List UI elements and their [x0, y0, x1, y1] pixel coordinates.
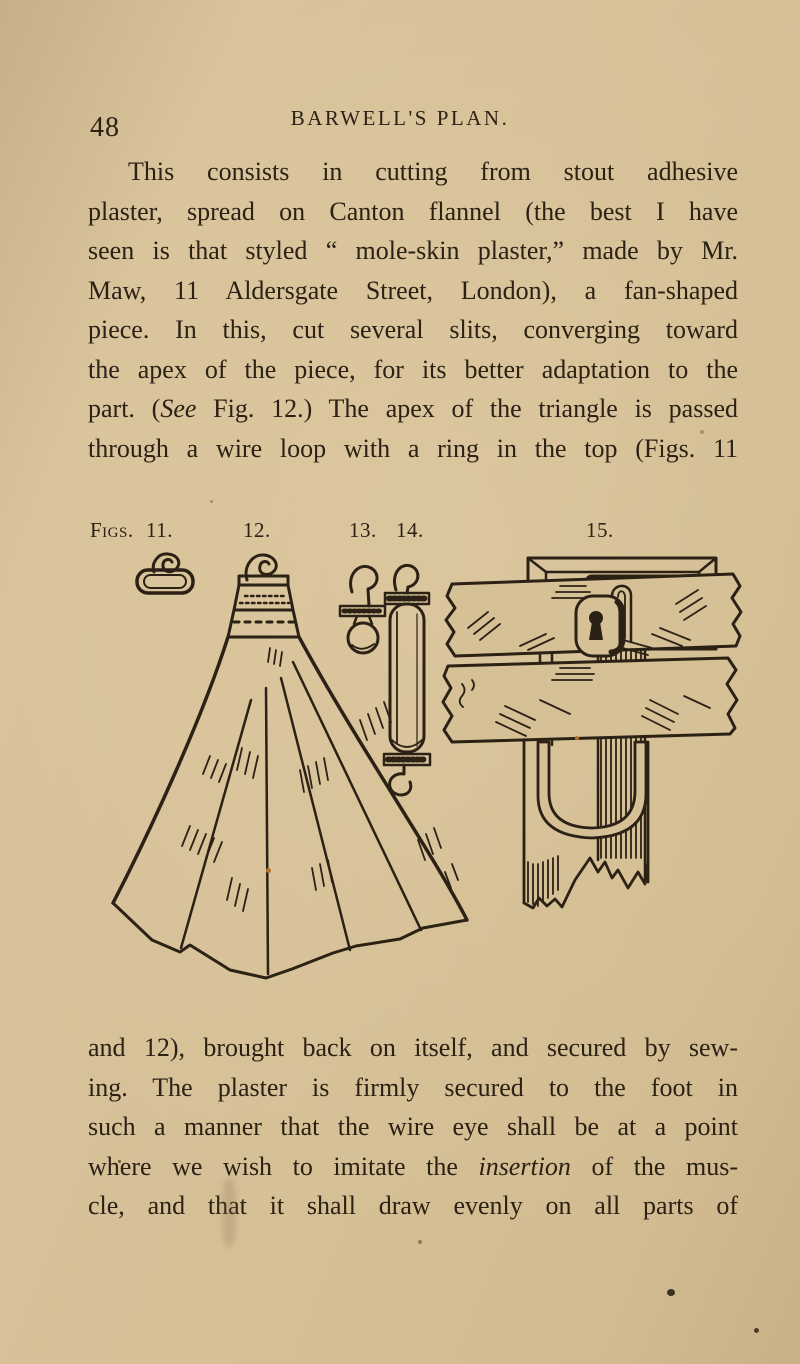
text-segment: where we wish to imitate the — [88, 1151, 479, 1181]
figure-11-wire-loop — [135, 552, 195, 595]
figure-13-label: 13. — [349, 518, 377, 542]
text-line: seen is that styled “ mole-skin plaster,… — [88, 236, 738, 265]
text-line: plaster, spread on Canton flannel (the b… — [88, 196, 738, 226]
text-line: and 12), brought back on itself, and sec… — [88, 1033, 738, 1062]
text-segment: part. ( — [88, 394, 161, 423]
figures-caption-prefix: Figs. — [90, 518, 134, 542]
figure-11-label: 11. — [146, 518, 173, 542]
paragraph-2: and 12), brought back on itself, and sec… — [88, 1028, 738, 1226]
text-line: the apex of the piece, for its better ad… — [88, 354, 738, 384]
figure-15-label: 15. — [586, 518, 614, 542]
foxing-spot — [266, 868, 271, 873]
figure-12-label: 12. — [243, 518, 271, 542]
figures-illustration — [111, 552, 743, 980]
text-segment: Fig. 12.) The apex of the triangle is pa… — [196, 394, 738, 423]
figure-caption-row: Figs. 11. 12. 13. 14. 15. — [0, 518, 800, 548]
foxing-spot — [667, 1289, 675, 1296]
text-line: ing. The plaster is firmly secured to th… — [88, 1072, 738, 1102]
text-line: piece. In this, cut several slits, conve… — [88, 315, 738, 344]
figure-14-label: 14. — [396, 518, 424, 542]
text-line: part. (See Fig. 12.) The apex of the tri… — [88, 389, 738, 429]
figure-13-hook-eye — [338, 565, 387, 655]
foxing-spot — [575, 736, 579, 740]
text-line: where we wish to imitate the insertion o… — [88, 1147, 738, 1187]
foxing-spot — [754, 1328, 759, 1333]
text-line: cle, and that it shall draw evenly on al… — [88, 1191, 738, 1220]
running-title: BARWELL'S PLAN. — [290, 106, 510, 130]
foxing-spot — [210, 500, 213, 503]
text-line: through a wire loop with a ring in the t… — [88, 433, 738, 463]
page-number: 48 — [90, 112, 120, 143]
figure-15-splint-apparatus — [441, 556, 743, 910]
foxing-spot — [700, 430, 704, 434]
text-line: Maw, 11 Aldersgate Street, London), a fa… — [88, 275, 738, 305]
italic-text-segment: insertion — [478, 1151, 571, 1181]
foxing-spot — [118, 1160, 121, 1163]
foxing-spot — [418, 1240, 422, 1244]
smudge — [222, 1178, 236, 1248]
italic-text-segment: See — [160, 394, 197, 423]
text-line: This consists in cutting from stout adhe… — [128, 157, 738, 186]
paragraph-1: This consists in cutting from stout adhe… — [88, 152, 738, 468]
text-line: such a manner that the wire eye shall be… — [88, 1112, 738, 1141]
text-segment: of the mus- — [570, 1151, 739, 1181]
figure-14-elastic-accumulator — [382, 564, 432, 797]
figure-12-fan-plaster — [111, 553, 469, 980]
